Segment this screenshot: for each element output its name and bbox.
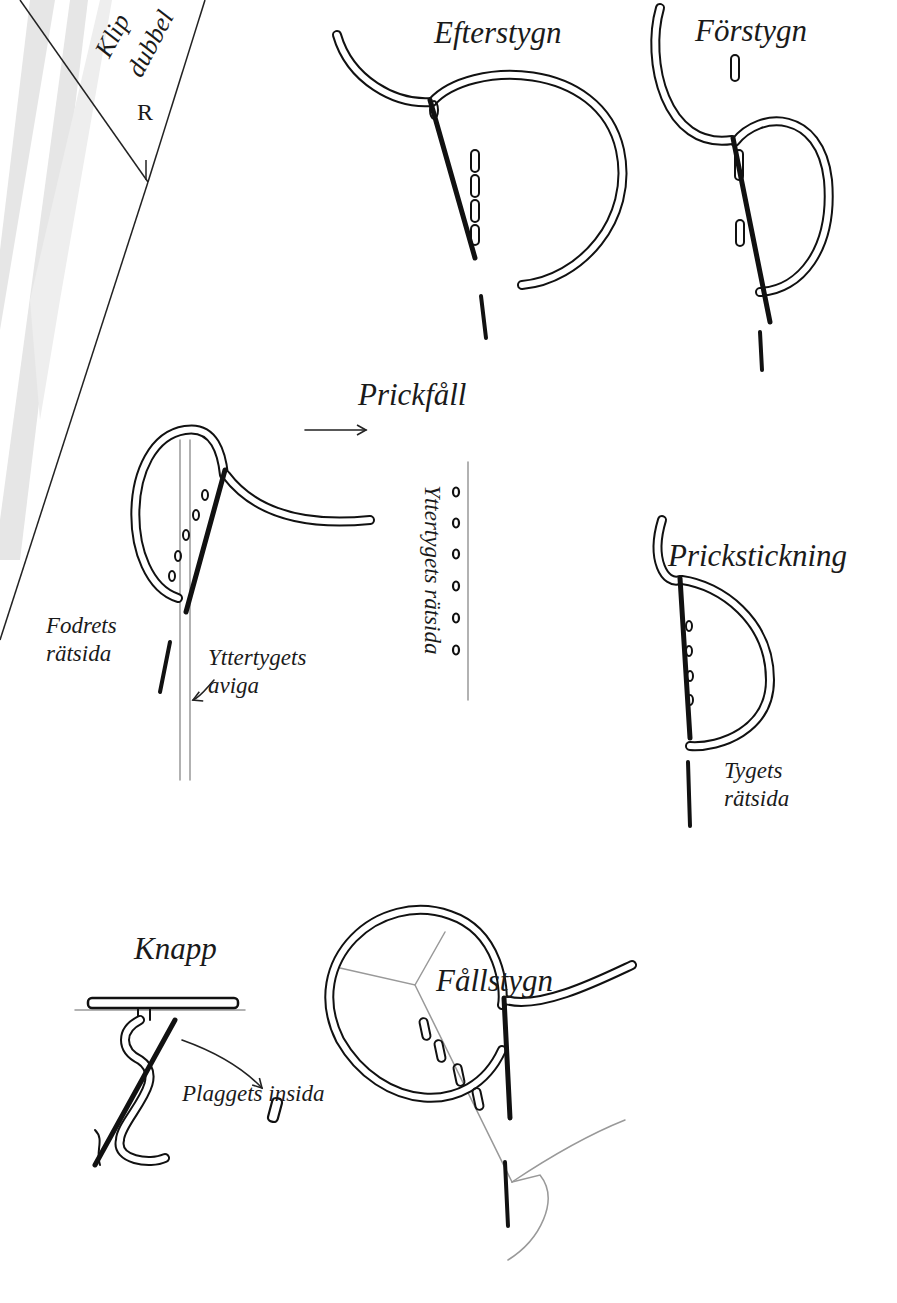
stitch-title: Prickfåll <box>358 376 466 413</box>
forstygn-figure <box>655 8 828 370</box>
prickfall-figure <box>135 429 468 780</box>
side-label: Fodrets rätsida <box>46 612 156 667</box>
stitch-title: Prickstickning <box>668 537 847 574</box>
side-label: Yttertygets rätsida <box>419 485 447 654</box>
side-label: Yttertygets aviga <box>208 644 328 699</box>
stitch-title: Fållstygn <box>436 962 553 999</box>
side-label: Tygets rätsida <box>724 757 824 812</box>
stitch-title: Knapp <box>134 930 217 967</box>
pattern-corner <box>0 0 205 640</box>
stitch-title: Förstygn <box>695 12 807 49</box>
efterstygn-figure <box>337 35 623 338</box>
side-label: Plaggets insida <box>182 1080 324 1108</box>
stitch-title: Efterstygn <box>434 14 561 51</box>
pattern-note: dubbel <box>120 5 181 82</box>
fallstygn-figure <box>329 910 632 1260</box>
grain-mark: R <box>137 98 153 127</box>
